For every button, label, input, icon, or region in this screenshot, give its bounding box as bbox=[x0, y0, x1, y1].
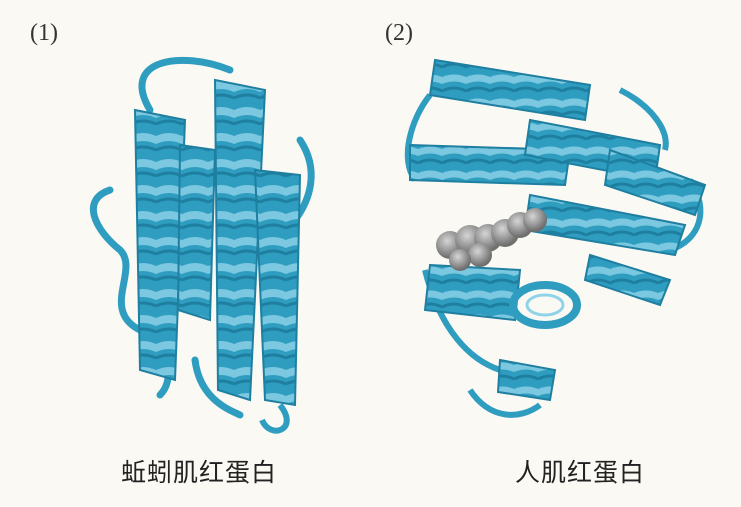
caption-human-myoglobin: 人肌红蛋白 bbox=[515, 458, 646, 487]
human-myoglobin-ribbon-icon bbox=[404, 58, 707, 418]
caption-earthworm-myoglobin: 蚯蚓肌红蛋白 bbox=[121, 458, 278, 487]
heme-group-icon bbox=[436, 208, 547, 271]
earthworm-myoglobin-ribbon-icon bbox=[89, 56, 315, 434]
panel-human-myoglobin: (2) bbox=[370, 0, 741, 507]
panel-number-2: (2) bbox=[385, 20, 413, 46]
panel-number-1: (1) bbox=[30, 20, 58, 46]
panel-earthworm-myoglobin: (1) 蚯蚓肌红蛋白 bbox=[0, 0, 370, 507]
